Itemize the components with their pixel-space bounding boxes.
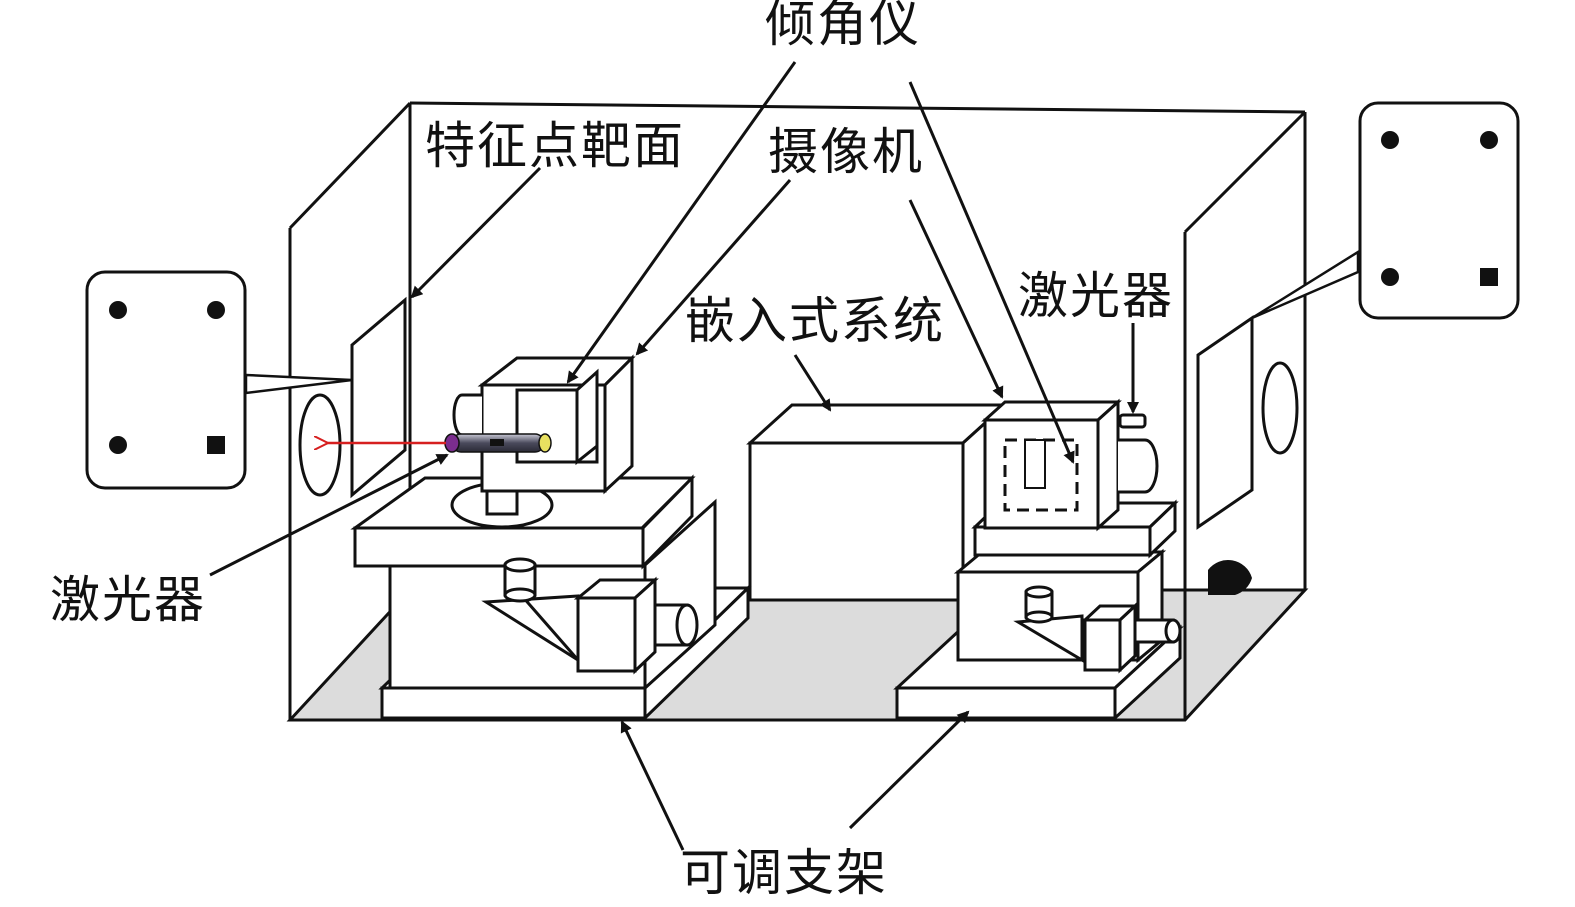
- label-inclinometer: 倾角仪: [765, 0, 921, 53]
- left-target-surface: [350, 296, 407, 499]
- label-camera: 摄像机: [768, 123, 924, 181]
- target-dot: [1381, 131, 1399, 149]
- target-dot: [109, 436, 127, 454]
- left-adjustable-mount: [350, 474, 752, 722]
- target-dot: [1480, 131, 1498, 149]
- right-target-callout: [1251, 101, 1520, 320]
- target-square: [207, 436, 225, 454]
- label-embedded-system: 嵌入式系统: [685, 292, 945, 350]
- target-dot: [207, 301, 225, 319]
- right-wall-knob: [1208, 560, 1252, 595]
- left-target-callout: [85, 270, 353, 490]
- label-laser-right: 激光器: [1018, 267, 1174, 325]
- label-target-surface: 特征点靶面: [425, 117, 685, 175]
- left-laser-device: [444, 433, 552, 453]
- right-target-surface: [1196, 315, 1254, 530]
- target-dot: [109, 301, 127, 319]
- target-dot: [1381, 268, 1399, 286]
- label-laser-left: 激光器: [50, 571, 206, 629]
- left-wall-port: [298, 393, 342, 497]
- target-square: [1480, 268, 1498, 286]
- right-wall-port: [1261, 361, 1299, 455]
- callout-arrows: [209, 61, 1139, 851]
- label-adjustable-mount: 可调支架: [680, 844, 888, 902]
